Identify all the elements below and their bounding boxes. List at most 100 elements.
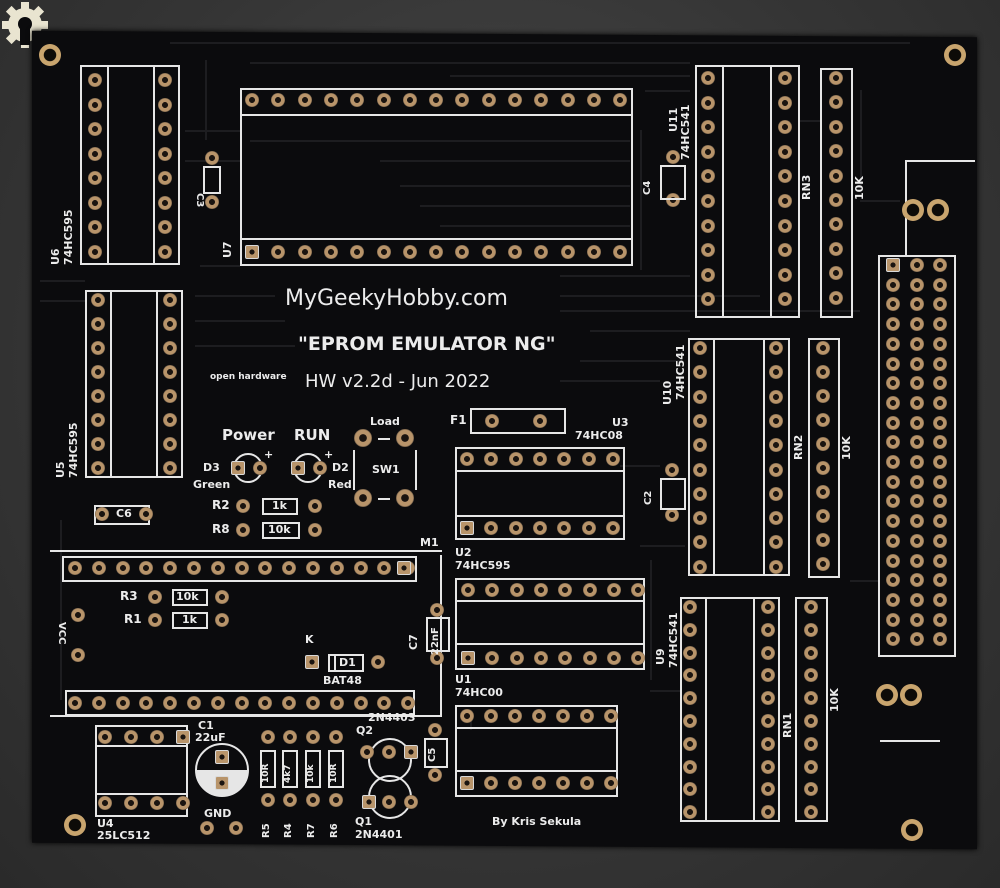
copper-trace (580, 360, 680, 362)
solder-pad (532, 776, 546, 790)
u11-ref: U11 (667, 107, 680, 132)
r2-value: 1k (272, 499, 287, 512)
solder-pad (582, 651, 597, 665)
c5-outline (424, 738, 448, 768)
c7-outline (426, 617, 450, 652)
solder-pad (556, 709, 570, 723)
solder-pad (683, 645, 697, 660)
solder-pad (282, 561, 297, 575)
solder-pad (693, 535, 707, 550)
solder-pad (829, 95, 843, 110)
solder-pad (804, 600, 818, 614)
mounting-hole (900, 684, 922, 706)
solder-pad (886, 533, 900, 548)
solder-pad (350, 93, 365, 107)
solder-pad (683, 622, 697, 637)
solder-pad (701, 120, 715, 135)
solder-pad (886, 336, 900, 351)
solder-pad (910, 612, 924, 627)
solder-pad (508, 521, 523, 535)
c7-value: 22nF (430, 627, 441, 655)
solder-pad (769, 511, 783, 526)
c1-ref: C1 (198, 719, 214, 732)
solder-pad (163, 561, 178, 575)
m1-ref: M1 (420, 536, 439, 549)
solder-pad (933, 553, 947, 568)
u11-value: 74HC541 (679, 104, 692, 160)
u10-ref: U10 (661, 380, 674, 405)
r4-value: 4k7 (283, 764, 293, 783)
rn3-outline (820, 68, 853, 318)
solder-pad (329, 730, 343, 744)
copper-trace (40, 280, 85, 282)
solder-pad (429, 93, 444, 107)
solder-pad (200, 821, 214, 835)
solder-pad (701, 243, 715, 258)
solder-pad (816, 533, 830, 547)
solder-pad (769, 365, 783, 380)
solder-pad (761, 691, 775, 706)
solder-pad (910, 336, 924, 351)
solder-pad (382, 745, 396, 759)
solder-pad (297, 245, 312, 259)
solder-pad (933, 592, 947, 607)
solder-pad (631, 651, 646, 665)
solder-pad (88, 146, 102, 161)
solder-pad (271, 93, 286, 107)
ic-u6-body (107, 65, 155, 265)
r2-body (262, 498, 298, 515)
r5-ref: R5 (261, 823, 272, 838)
solder-pad (816, 557, 830, 571)
solder-pad (829, 119, 843, 134)
solder-pad (778, 71, 792, 85)
u3-ref: U3 (612, 416, 629, 429)
copper-trace (195, 320, 285, 322)
solder-pad (91, 317, 105, 331)
solder-pad (910, 258, 924, 272)
solder-pad (98, 796, 112, 810)
solder-pad (886, 435, 900, 450)
solder-pad (329, 793, 343, 807)
copper-trace (560, 310, 860, 312)
solder-pad (115, 696, 130, 710)
solder-pad (236, 499, 250, 513)
ic-u7-body (240, 114, 633, 240)
solder-pad (604, 709, 618, 723)
solder-pad (829, 71, 843, 85)
solder-pad (910, 277, 924, 292)
copper-trace (560, 380, 660, 382)
mounting-hole (901, 819, 923, 841)
solder-pad (187, 696, 201, 710)
solder-pad (557, 521, 572, 535)
solder-pad (910, 356, 924, 371)
solder-pad (816, 341, 830, 355)
solder-pad (761, 622, 775, 637)
d1-body (328, 654, 364, 672)
solder-pad (187, 561, 201, 575)
solder-pad (804, 622, 818, 637)
solder-pad (261, 793, 275, 807)
solder-pad (886, 514, 900, 529)
solder-pad (353, 561, 368, 575)
solder-pad (71, 648, 85, 662)
solder-pad (886, 317, 900, 332)
solder-pad (210, 696, 225, 710)
solder-pad (683, 782, 697, 797)
silkscreen-line (353, 450, 355, 490)
mounting-hole (64, 814, 86, 836)
solder-pad (683, 805, 697, 820)
solder-pad (532, 709, 546, 723)
solder-pad (429, 245, 444, 259)
solder-pad (124, 796, 138, 810)
solder-pad (693, 389, 707, 404)
solder-pad (533, 651, 548, 665)
solder-pad (353, 696, 368, 710)
solder-pad (508, 245, 522, 259)
copper-trace (860, 200, 900, 202)
solder-pad (886, 455, 900, 469)
solder-pad (271, 245, 286, 259)
solder-pad (163, 413, 177, 427)
copper-trace (40, 300, 85, 302)
solder-pad (816, 365, 830, 379)
